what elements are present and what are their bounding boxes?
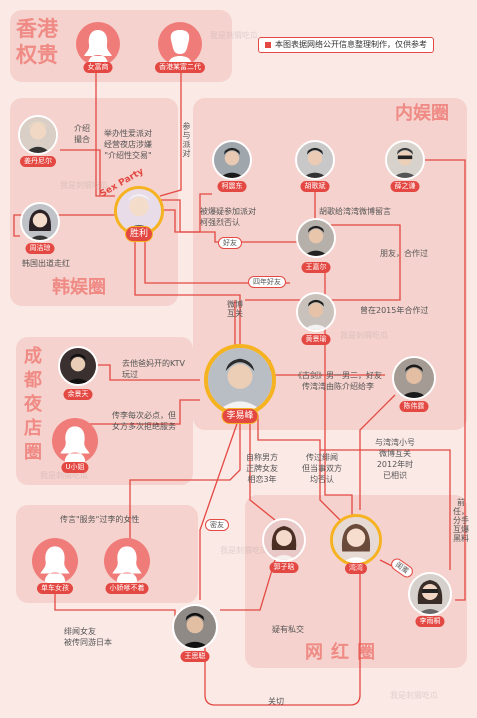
avatar-xuezhiqian[interactable]: [385, 140, 425, 180]
rel-hujunbin: 胡歌给湾湾微博留言: [319, 207, 391, 216]
name-nvfushang: 女富商: [83, 62, 113, 73]
rel-uxiaojie: 传李每次必点，但 女方多次拒绝服务: [112, 411, 176, 431]
woman-silhouette-icon: [112, 546, 142, 584]
watermark: 我是刺猬吃瓜: [390, 691, 438, 700]
name-liyutong: 李雨桐: [415, 616, 445, 627]
portrait-icon: [20, 117, 56, 153]
rel-jieshao: 介绍 撮合: [74, 124, 90, 144]
avatar-hk-erdai[interactable]: [158, 22, 202, 66]
portrait-icon: [387, 142, 423, 178]
avatar-kexuedong[interactable]: [212, 140, 252, 180]
zone-title-wanghong: 网红圈: [305, 642, 383, 663]
avatar-guozihan[interactable]: [262, 518, 306, 562]
rel-hezuo2015: 曾在2015年合作过: [360, 306, 429, 315]
avatar-shengli[interactable]: [114, 186, 164, 236]
watermark: 我是刺猬吃瓜: [340, 331, 388, 340]
avatar-hujunbin[interactable]: [295, 140, 335, 180]
name-yuzhangtian: 余景天: [63, 389, 93, 400]
portrait-icon: [298, 220, 334, 256]
woman-silhouette-icon: [60, 426, 90, 464]
portrait-icon: [264, 520, 304, 560]
name-hujunbin: 胡歌斌: [300, 181, 330, 192]
rel-gujian: 《古剑》男一男二，好友 传湾湾由陈介绍给李: [294, 371, 382, 391]
rel-fuwu: 传言"服务"过李的女性: [60, 515, 140, 524]
portrait-icon: [298, 294, 334, 330]
name-wangsicong: 王思聪: [180, 651, 210, 662]
portrait-icon: [60, 348, 96, 384]
name-guozihan: 郭子晗: [269, 562, 299, 573]
avatar-jiangdanni[interactable]: [18, 115, 58, 155]
rel-kexuedong: 被爆疑参加派对 柯强烈否认: [200, 207, 256, 227]
portrait-icon: [394, 358, 434, 398]
watermark: 我是刺猬吃瓜: [40, 471, 88, 480]
avatar-yuzhangtian[interactable]: [58, 346, 98, 386]
rel-guanqie: 关切: [268, 697, 284, 706]
name-zhoujie: 周洁琼: [25, 243, 55, 254]
watermark: 我是刺猬吃瓜: [60, 181, 108, 190]
avatar-wangsicong[interactable]: [172, 604, 218, 650]
name-danchenvhai: 单车女孩: [37, 583, 73, 594]
avatar-chenweiting[interactable]: [392, 356, 436, 400]
avatar-uxiaojie[interactable]: [52, 418, 98, 464]
avatar-nvfushang[interactable]: [76, 22, 120, 66]
rel-ktv: 去他爸妈开的KTV 玩过: [122, 359, 185, 379]
zone-title-hk: 香港 权贵: [16, 17, 58, 67]
portrait-icon: [208, 348, 272, 412]
notice-banner: 本图表据网络公开信息整理制作，仅供参考: [258, 37, 434, 53]
name-xiaoqiao: 小娇嗲不着: [105, 583, 149, 594]
name-liyifeng: 李易峰: [221, 408, 259, 424]
name-uxiaojie: U小姐: [61, 462, 89, 473]
woman-silhouette-icon: [40, 546, 70, 584]
name-hk-erdai: 香港某富二代: [155, 62, 205, 73]
portrait-icon: [22, 204, 58, 240]
name-chenweiting: 陈伟霆: [399, 401, 429, 412]
rel-sinian: 四年好友: [248, 276, 286, 288]
portrait-icon: [333, 517, 379, 563]
portrait-icon: [410, 574, 450, 614]
avatar-huangjingyu[interactable]: [296, 292, 336, 332]
name-wangjiaer: 王嘉尔: [301, 262, 331, 273]
man-silhouette-icon: [168, 30, 192, 66]
zone-title-inner: 内娱圈: [395, 103, 449, 124]
avatar-liyifeng[interactable]: [204, 344, 276, 416]
watermark: 我是刺猬吃瓜: [210, 31, 258, 40]
watermark: 我是刺猬吃瓜: [220, 546, 268, 555]
portrait-icon: [297, 142, 333, 178]
avatar-xiaoqiao[interactable]: [104, 538, 150, 584]
rel-miyou: 密友: [205, 519, 229, 531]
avatar-wangjiaer[interactable]: [296, 218, 336, 258]
avatar-zhoujie[interactable]: [20, 202, 60, 242]
woman-silhouette-icon: [84, 30, 112, 66]
rel-feiwen: 传过绯闻 但当事双方 均否认: [302, 453, 342, 484]
rel-zhengjiao: 自称男方 正牌女友 相恋3年: [246, 453, 278, 484]
name-huangjingyu: 黄景瑜: [301, 334, 331, 345]
name-xuezhiqian: 薛之谦: [390, 181, 420, 192]
rel-pengyou: 朋友，合作过: [380, 249, 428, 258]
avatar-liyutong[interactable]: [408, 572, 452, 616]
rel-zhoujie: 韩国出道走红: [22, 259, 70, 268]
rel-canyu: 参与派对: [182, 122, 191, 158]
rel-wanwan: 与湾湾小号 微博互关 2012年时 已相识: [375, 438, 415, 480]
name-jiangdanni: 姜丹尼尔: [20, 156, 56, 167]
rel-haoyou: 好友: [218, 237, 242, 249]
avatar-wanwan[interactable]: [330, 514, 382, 566]
rel-wangsicong: 绯闻女友 被传同游日本: [64, 627, 112, 647]
zone-title-chengdu: 成 都 夜 店 圈: [24, 346, 42, 463]
name-shengli: 胜利: [124, 226, 154, 242]
rel-hk-text: 举办性爱派对 经营夜店涉嫌 "介绍性交易": [104, 129, 152, 160]
zone-title-korea: 韩娱圈: [52, 277, 106, 298]
notice-square-icon: [265, 41, 271, 48]
portrait-icon: [174, 606, 216, 648]
zone-chengdu: [16, 337, 193, 485]
rel-weibo: 微博互关: [227, 300, 243, 318]
rel-qianren: 前任， 分手互爆黑料: [453, 498, 469, 543]
avatar-danchenvhai[interactable]: [32, 538, 78, 584]
name-wanwan: 湾湾: [345, 563, 367, 574]
portrait-icon: [214, 142, 250, 178]
name-kexuedong: 柯震东: [217, 181, 247, 192]
rel-siji: 疑有私交: [272, 625, 304, 634]
portrait-icon: [117, 189, 161, 233]
notice-text: 本图表据网络公开信息整理制作，仅供参考: [275, 40, 427, 49]
